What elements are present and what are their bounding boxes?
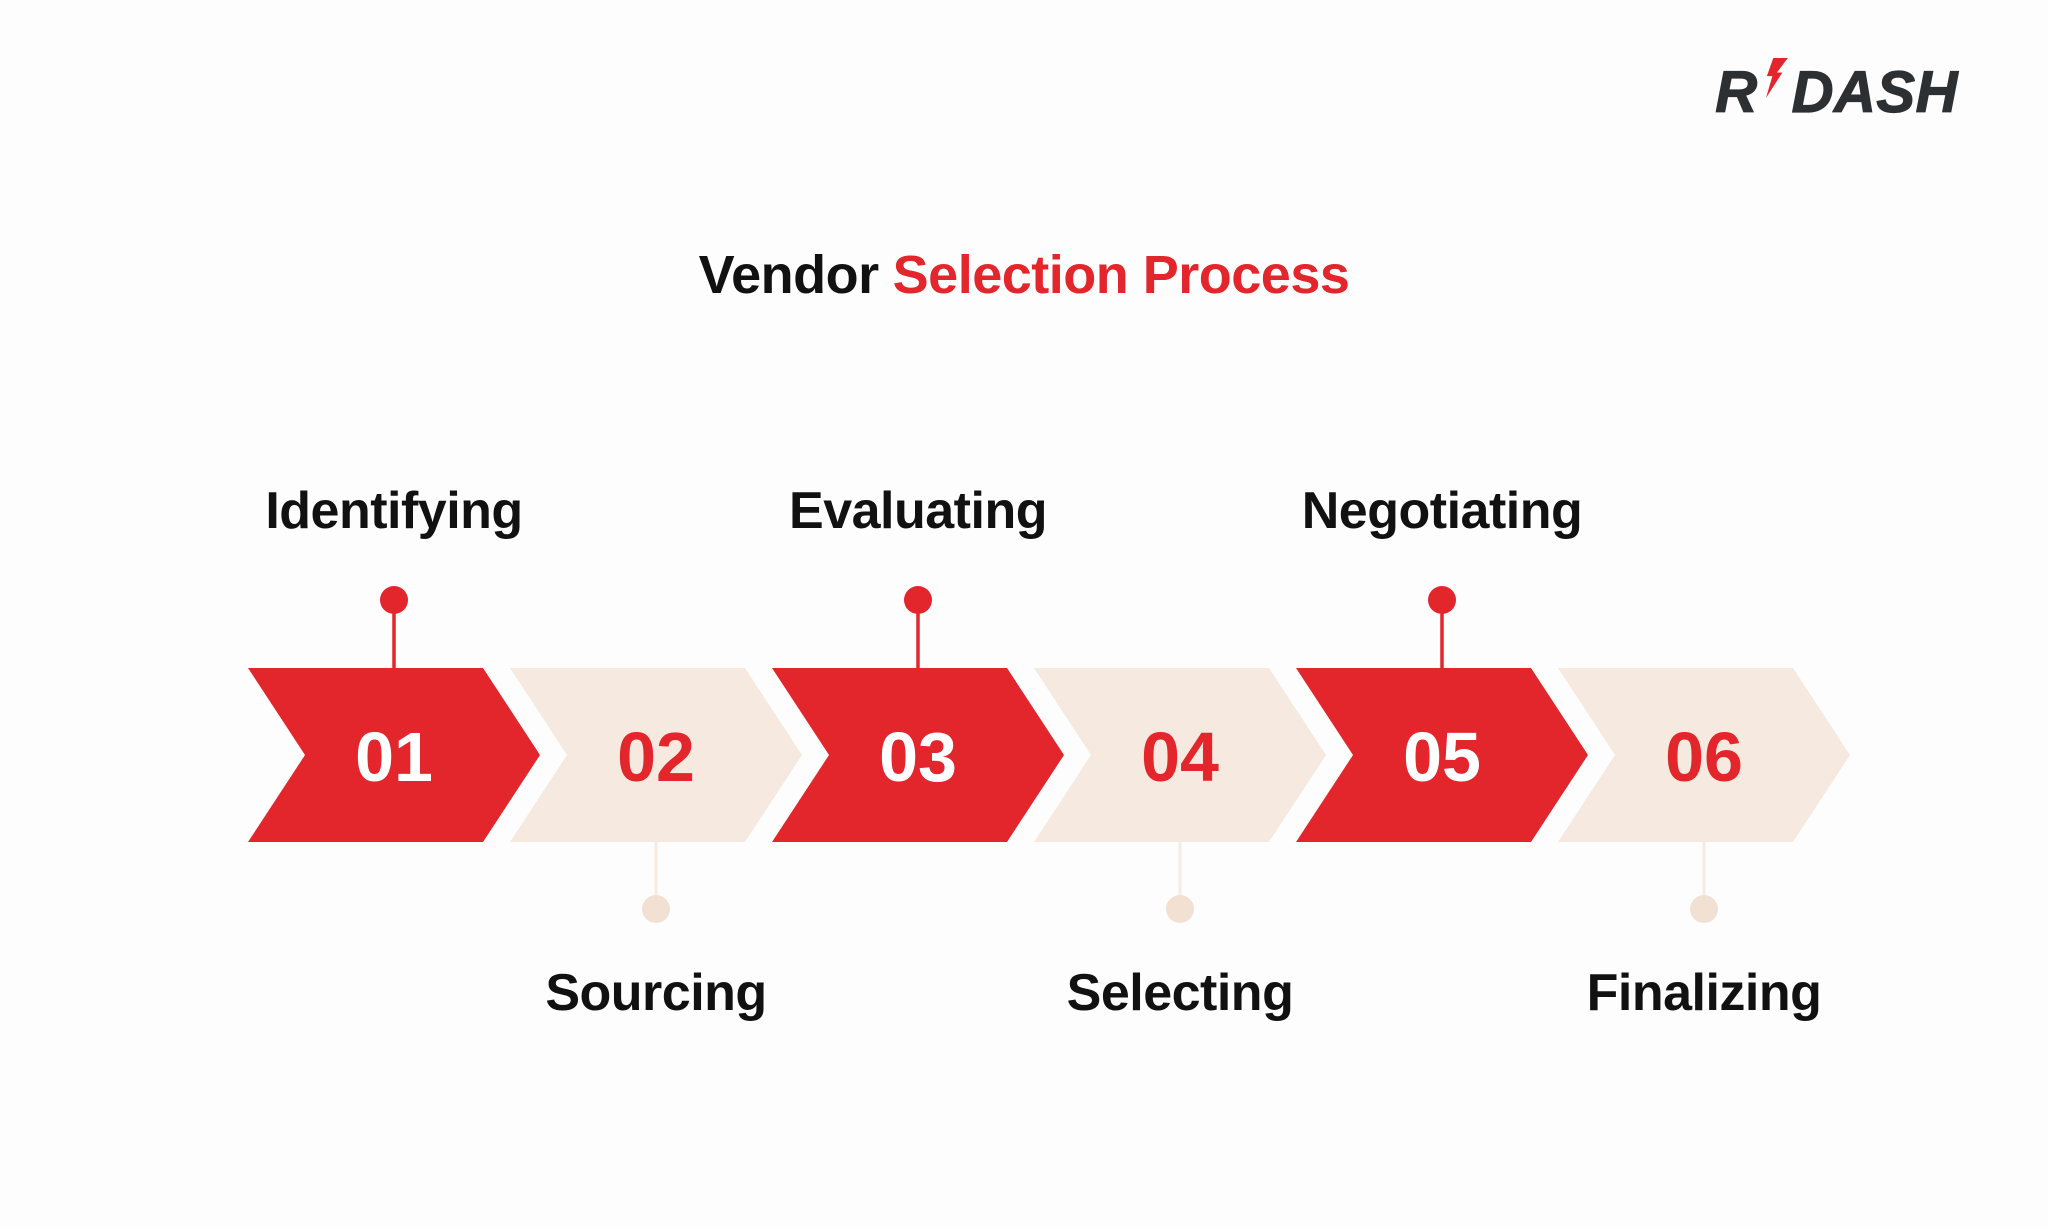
step-label-evaluating: Evaluating (789, 482, 1047, 540)
connector-dot-above-03 (904, 586, 932, 614)
lightning-bolt-icon (1765, 58, 1788, 98)
step-number-06: 06 (1665, 718, 1743, 796)
step-label-selecting: Selecting (1066, 964, 1294, 1022)
connector-dot-above-05 (1428, 586, 1456, 614)
connector-dot-above-01 (380, 586, 408, 614)
logo-letter-r: R (1715, 59, 1758, 125)
step-number-03: 03 (879, 718, 957, 796)
rdash-logo: R DASH (1715, 58, 1958, 127)
step-chevron-06 (1558, 668, 1850, 842)
step-label-identifying: Identifying (265, 482, 523, 540)
step-label-sourcing: Sourcing (545, 964, 767, 1022)
step-number-05: 05 (1403, 718, 1481, 796)
title-phrase-selection-process: Selection Process (892, 245, 1350, 305)
step-chevron-04 (1034, 668, 1326, 842)
step-chevron-02 (510, 668, 802, 842)
step-number-02: 02 (617, 718, 695, 796)
connector-dot-below-04 (1166, 895, 1194, 923)
step-number-04: 04 (1141, 718, 1219, 796)
step-label-negotiating: Negotiating (1301, 482, 1583, 540)
step-number-01: 01 (355, 718, 433, 796)
title-word-vendor: Vendor (698, 245, 880, 305)
connector-dot-below-02 (642, 895, 670, 923)
step-chevron-01 (248, 668, 540, 842)
step-chevron-03 (772, 668, 1064, 842)
step-label-finalizing: Finalizing (1586, 964, 1822, 1022)
logo-word-dash: DASH (1791, 59, 1958, 125)
step-chevron-05 (1296, 668, 1588, 842)
connector-dot-below-06 (1690, 895, 1718, 923)
